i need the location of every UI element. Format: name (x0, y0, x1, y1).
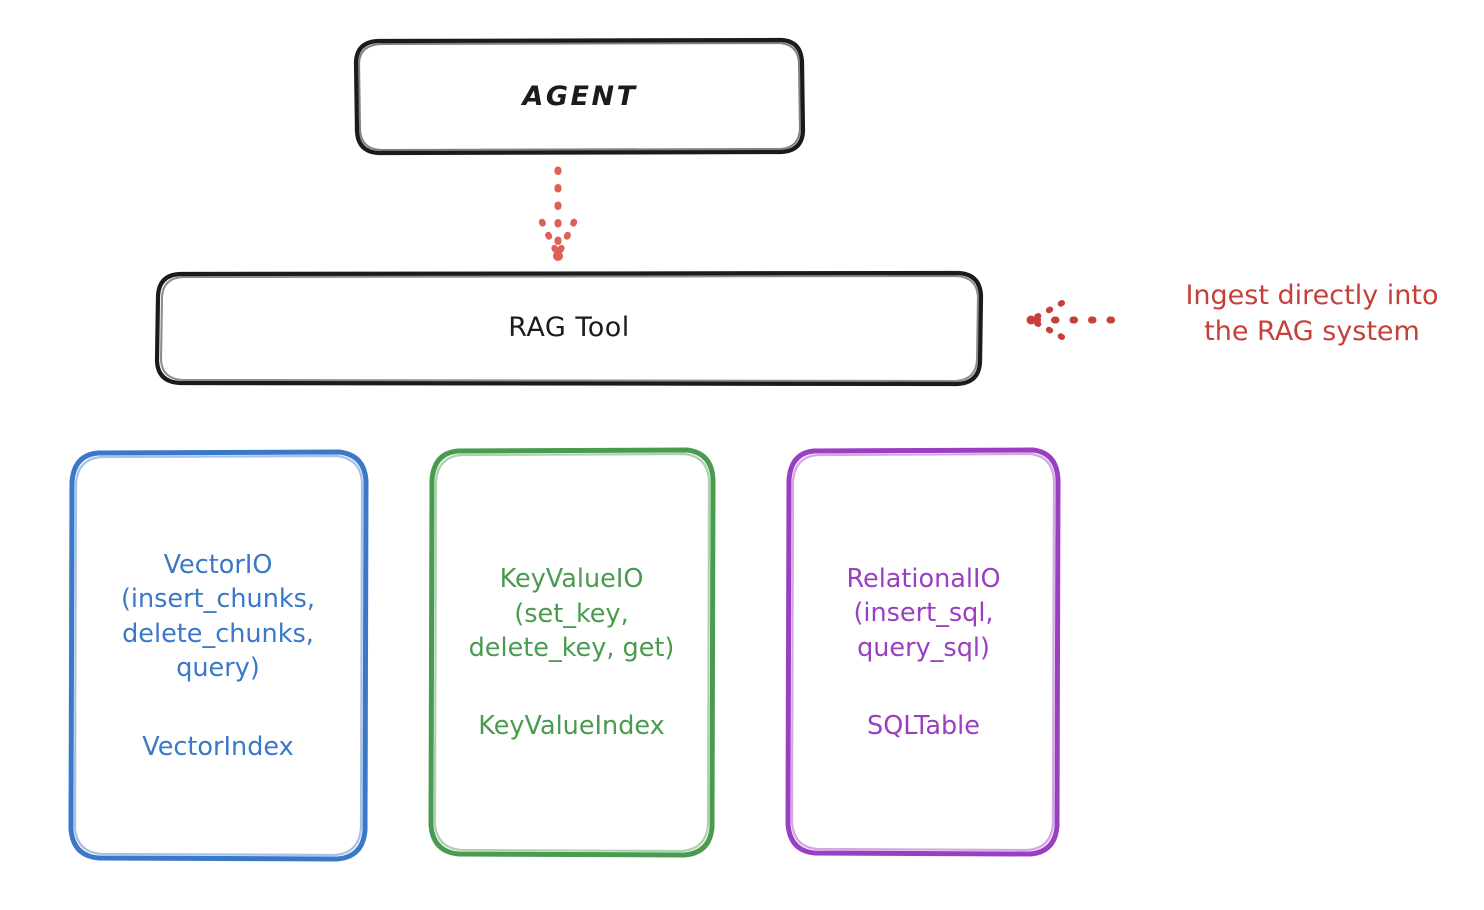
relationalio-node[interactable]: RelationalIO (insert_sql, query_sql) SQL… (788, 450, 1059, 855)
keyvalueio-node[interactable]: KeyValueIO (set_key, delete_key, get) Ke… (430, 450, 713, 856)
vectorio-index-label: VectorIndex (142, 731, 294, 762)
agent-to-rag-tool-connector (538, 166, 578, 261)
dotted-arrow-left-icon (1026, 300, 1132, 340)
agent-node-label: AGENT (522, 80, 638, 112)
rag-tool-node[interactable]: RAG Tool (157, 273, 981, 384)
agent-node[interactable]: AGENT (357, 40, 803, 154)
relationalio-index-label: SQLTable (867, 710, 980, 741)
vectorio-node[interactable]: VectorIO (insert_chunks, delete_chunks, … (70, 452, 366, 860)
relationalio-api-label: RelationalIO (insert_sql, query_sql) (846, 563, 1001, 663)
rag-tool-node-label: RAG Tool (508, 312, 630, 344)
keyvalueio-api-label: KeyValueIO (set_key, delete_key, get) (468, 564, 675, 663)
ingest-annotation-text: Ingest directly into the RAG system (1185, 280, 1439, 347)
keyvalueio-index-label: KeyValueIndex (478, 711, 665, 742)
vectorio-api-label: VectorIO (insert_chunks, delete_chunks, … (120, 549, 316, 684)
